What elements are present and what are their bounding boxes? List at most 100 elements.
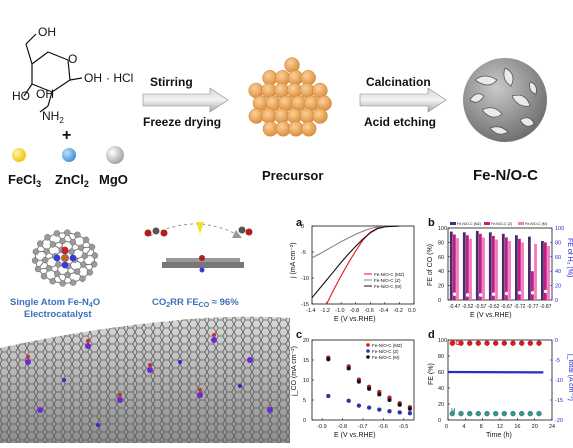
fe-bar bbox=[505, 237, 508, 300]
y-axis-label: FE (%) bbox=[428, 363, 435, 385]
y-tick-label: 10 bbox=[303, 378, 309, 384]
legend-swatch bbox=[518, 222, 524, 225]
legend-label: Fe-N/O-C (M) bbox=[372, 355, 400, 360]
step1-top-label: Stirring bbox=[150, 75, 193, 89]
carbon-atom bbox=[35, 266, 41, 272]
fe-atom bbox=[61, 254, 69, 262]
x-tick-label: -0.7 bbox=[358, 424, 367, 430]
jco-point bbox=[357, 380, 361, 384]
step2-bottom-label: Acid etching bbox=[364, 115, 436, 129]
precursor-bead bbox=[301, 121, 316, 136]
plus-sign: + bbox=[62, 127, 71, 144]
fe-bar bbox=[476, 231, 479, 300]
legend-label: Fe-N/O-C (MZ) bbox=[374, 272, 405, 277]
fe-bar bbox=[547, 246, 550, 300]
x-tick-label: 0.0 bbox=[408, 308, 416, 314]
y2-tick-label: 100 bbox=[555, 226, 564, 232]
legend-label: Fe-N/O-C (Z) bbox=[374, 278, 401, 283]
y2-tick-label: -10 bbox=[555, 378, 563, 384]
x-tick-label: -0.5 bbox=[399, 424, 408, 430]
fe-bar bbox=[528, 237, 531, 300]
fecl3-label: FeCl3 bbox=[8, 172, 41, 189]
carbon-atom bbox=[60, 238, 66, 244]
h2-fe-point bbox=[493, 411, 498, 416]
carbon-atom bbox=[83, 237, 89, 243]
h2-fe-point bbox=[537, 411, 542, 416]
x-tick-label: -0.2 bbox=[393, 308, 402, 314]
y2-tick-label: 0 bbox=[555, 338, 558, 344]
panel-b: b020406080100020406080100-0.47-0.52-0.57… bbox=[427, 217, 573, 319]
panel-d-letter: d bbox=[428, 329, 435, 341]
zncl2-label: ZnCl2 bbox=[55, 172, 89, 189]
x-tick-label: -0.62 bbox=[488, 304, 500, 310]
panel-c-letter: c bbox=[296, 329, 302, 341]
mgo-sphere bbox=[106, 146, 124, 164]
x-tick-label: 12 bbox=[497, 424, 503, 430]
carbon-atom bbox=[54, 230, 60, 236]
co-fe-point bbox=[493, 341, 498, 346]
nitrogen-atom bbox=[62, 262, 69, 269]
y2-axis-label: FE of H₂ (%) bbox=[566, 238, 573, 277]
panel-c-frame bbox=[312, 340, 414, 420]
single-atom-label: Single Atom Fe-N4O bbox=[10, 297, 100, 309]
y2-tick-label: 40 bbox=[555, 269, 561, 275]
legend-swatch bbox=[366, 355, 370, 359]
x-tick-label: 20 bbox=[532, 424, 538, 430]
fe-bar bbox=[489, 232, 492, 300]
carbon-atom bbox=[80, 276, 86, 282]
jco-point bbox=[408, 411, 412, 415]
legend-swatch bbox=[366, 349, 370, 353]
precursor-label: Precursor bbox=[262, 168, 323, 183]
co-series-label: CO bbox=[451, 341, 460, 347]
jco-point bbox=[347, 366, 351, 370]
single-atom-model bbox=[32, 230, 98, 287]
h2-marker bbox=[479, 294, 481, 296]
y-tick-label: 15 bbox=[303, 358, 309, 364]
fe-bar bbox=[502, 234, 505, 300]
jco-point bbox=[326, 357, 330, 361]
carbon-atom bbox=[50, 278, 56, 284]
step1-bottom-label: Freeze drying bbox=[143, 115, 221, 129]
step2-top-label: Calcination bbox=[366, 75, 431, 89]
carbon-atom bbox=[70, 280, 76, 286]
panel-b-letter: b bbox=[428, 217, 435, 229]
y-tick-label: 20 bbox=[438, 284, 444, 290]
x-tick-label: -0.47 bbox=[449, 304, 461, 310]
jco-point bbox=[326, 394, 330, 398]
product-sphere bbox=[463, 58, 547, 142]
process-arrow-2 bbox=[360, 88, 446, 112]
carbon-atom bbox=[55, 261, 61, 267]
y2-tick-label: -20 bbox=[555, 418, 563, 424]
y-tick-label: 60 bbox=[438, 370, 444, 376]
fe-sphere bbox=[12, 148, 26, 162]
graphene-sheet bbox=[0, 317, 290, 443]
x-tick-label: -0.52 bbox=[462, 304, 474, 310]
fe-bar bbox=[541, 241, 544, 300]
jco-point bbox=[377, 408, 381, 412]
h2-marker bbox=[544, 290, 546, 292]
precursor-bead bbox=[285, 58, 300, 73]
x-tick-label: -0.6 bbox=[364, 308, 373, 314]
y-tick-label: 0 bbox=[438, 298, 441, 304]
carbon-atom bbox=[74, 269, 80, 275]
x-tick-label: -1.0 bbox=[335, 308, 344, 314]
oh-label-3: OH bbox=[36, 87, 54, 101]
carbon-atom bbox=[60, 280, 66, 286]
y-tick-label: 20 bbox=[438, 402, 444, 408]
legend-swatch bbox=[484, 222, 490, 225]
x-tick-label: 4 bbox=[462, 424, 465, 430]
h2-fe-point bbox=[459, 411, 464, 416]
fe-bar bbox=[453, 235, 456, 301]
h2-marker bbox=[453, 293, 455, 295]
y-tick-label: -15 bbox=[301, 302, 309, 308]
h2-fe-point bbox=[511, 411, 516, 416]
nh2-label: NH2 bbox=[42, 109, 64, 125]
fe-bar bbox=[515, 235, 518, 300]
mgo-label: MgO bbox=[99, 172, 128, 187]
y-tick-label: -5 bbox=[301, 250, 306, 256]
y2-tick-label: -5 bbox=[555, 358, 560, 364]
y-tick-label: 0 bbox=[438, 418, 441, 424]
fe-bar bbox=[450, 232, 453, 300]
x-tick-label: 24 bbox=[549, 424, 555, 430]
